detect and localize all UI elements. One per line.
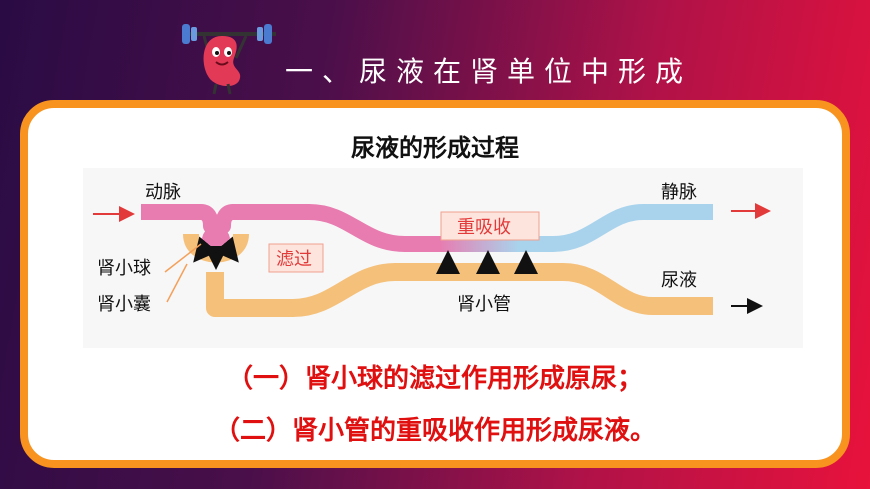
filtration-box [268, 243, 324, 273]
label-capsule: 肾小囊 [97, 294, 151, 315]
urine-formation-diagram: 动脉 静脉 尿液 肾小球 肾小囊 肾小管 滤过 重吸收 [83, 168, 803, 348]
label-vein: 静脉 [661, 182, 697, 203]
page-title: 一、尿液在肾单位中形成 [285, 55, 693, 88]
kidney-mascot-icon [182, 24, 276, 95]
label-urine: 尿液 [661, 270, 697, 291]
label-glomerulus: 肾小球 [97, 258, 151, 279]
renal-tubule [206, 263, 713, 317]
label-reabsorption: 重吸收 [457, 217, 511, 238]
content-card: 尿液的形成过程 [20, 100, 850, 468]
summary-line-1: （一）肾小球的滤过作用形成原尿； [226, 364, 643, 394]
label-tubule: 肾小管 [457, 294, 511, 315]
summary-line-2: （二）肾小管的重吸收作用形成尿液。 [213, 416, 656, 446]
diagram-heading: 尿液的形成过程 [351, 134, 519, 162]
blood-vessel [141, 204, 713, 252]
label-artery: 动脉 [145, 182, 181, 203]
title-area: 一、尿液在肾单位中形成 [180, 18, 700, 98]
label-filtration: 滤过 [276, 249, 312, 270]
reabsorption-box [440, 211, 540, 241]
